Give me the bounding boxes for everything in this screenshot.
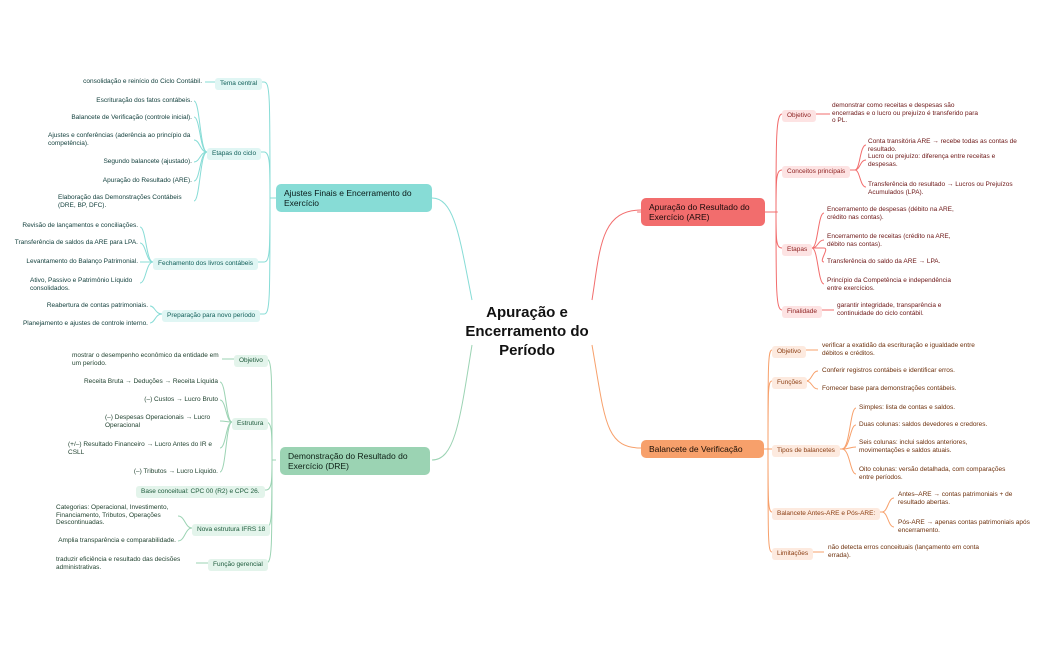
are-finalidade-node[interactable]: Finalidade bbox=[782, 306, 822, 318]
bal-antes-1: Antes–ARE → contas patrimoniais + de res… bbox=[898, 491, 1013, 506]
branch-are[interactable]: Apuração do Resultado do Exercício (ARE) bbox=[641, 198, 765, 226]
are-etapa-1: Encerramento de despesas (débito na ARE,… bbox=[827, 206, 954, 221]
bal-limitacoes-text: não detecta erros conceituais (lançament… bbox=[828, 544, 980, 559]
bal-antes-2: Pós-ARE → apenas contas patrimoniais apó… bbox=[898, 519, 1030, 534]
are-finalidade-text: garantir integridade, transparência e co… bbox=[837, 302, 942, 317]
dre-ifrs-2: Amplia transparência e comparabilidade. bbox=[58, 537, 176, 544]
are-etapa-4: Princípio da Competência e independência… bbox=[827, 277, 951, 292]
bal-funcao-1: Conferir registros contábeis e identific… bbox=[822, 367, 955, 374]
aj-preparacao-node[interactable]: Preparação para novo período bbox=[162, 310, 261, 322]
aj-etapa-3: Ajustes e conferências (aderência ao pri… bbox=[48, 132, 191, 147]
bal-tipo-4: Oito colunas: versão detalhada, com comp… bbox=[859, 466, 1006, 481]
bal-tipo-2: Duas colunas: saldos devedores e credore… bbox=[859, 421, 988, 428]
dre-objetivo-node[interactable]: Objetivo bbox=[234, 355, 268, 367]
dre-estrutura-3: (–) Despesas Operacionais → Lucro Operac… bbox=[105, 414, 211, 429]
aj-fechamento-4: Ativo, Passivo e Patrimônio Líquido cons… bbox=[30, 277, 133, 292]
aj-etapa-1: Escrituração dos fatos contábeis. bbox=[96, 97, 192, 104]
aj-tema-text: consolidação e reinício do Ciclo Contábi… bbox=[83, 78, 202, 85]
aj-etapa-4: Segundo balancete (ajustado). bbox=[103, 158, 192, 165]
aj-preparacao-1: Reabertura de contas patrimoniais. bbox=[46, 302, 148, 309]
are-objetivo-text: demonstrar como receitas e despesas são … bbox=[832, 102, 978, 124]
aj-tema-node[interactable]: Tema central bbox=[215, 78, 263, 90]
branch-ajustes[interactable]: Ajustes Finais e Encerramento do Exercíc… bbox=[276, 184, 432, 212]
are-etapas-node[interactable]: Etapas bbox=[782, 244, 813, 256]
dre-ifrs-1: Categorias: Operacional, Investimento, F… bbox=[56, 504, 169, 526]
aj-etapa-2: Balancete de Verificação (controle inici… bbox=[71, 114, 192, 121]
aj-preparacao-2: Planejamento e ajustes de controle inter… bbox=[22, 320, 148, 327]
branch-dre[interactable]: Demonstração do Resultado do Exercício (… bbox=[280, 447, 430, 475]
bal-objetivo-text: verificar a exatidão da escrituração e i… bbox=[822, 342, 975, 357]
aj-fechamento-node[interactable]: Fechamento dos livros contábeis bbox=[153, 258, 259, 270]
bal-tipo-3: Seis colunas: inclui saldos anteriores, … bbox=[859, 439, 968, 454]
central-topic-line-3: Período bbox=[499, 342, 555, 359]
are-conceito-3: Transferência do resultado → Lucros ou P… bbox=[868, 181, 1013, 196]
dre-estrutura-4: (+/–) Resultado Financeiro → Lucro Antes… bbox=[68, 441, 212, 456]
are-etapa-2: Encerramento de receitas (crédito na ARE… bbox=[827, 233, 951, 248]
aj-etapas-node[interactable]: Etapas do ciclo bbox=[207, 148, 262, 160]
are-etapa-3: Transferência do saldo da ARE → LPA. bbox=[827, 258, 941, 265]
dre-base-node[interactable]: Base conceitual: CPC 00 (R2) e CPC 26. bbox=[136, 486, 265, 498]
bal-tipo-1: Simples: lista de contas e saldos. bbox=[859, 404, 956, 411]
are-conceito-1: Conta transitória ARE → recebe todas as … bbox=[868, 138, 1017, 153]
bal-funcoes-node[interactable]: Funções bbox=[772, 377, 807, 389]
aj-fechamento-2: Transferência de saldos da ARE para LPA. bbox=[14, 239, 138, 246]
dre-estrutura-1: Receita Bruta → Deduções → Receita Líqui… bbox=[83, 378, 218, 385]
bal-limitacoes-node[interactable]: Limitações bbox=[772, 548, 814, 560]
central-topic-line-2: Encerramento do bbox=[465, 323, 589, 340]
aj-etapa-6: Elaboração das Demonstrações Contábeis (… bbox=[58, 194, 182, 209]
aj-fechamento-3: Levantamento do Balanço Patrimonial. bbox=[26, 258, 138, 265]
dre-objetivo-text: mostrar o desempenho econômico da entida… bbox=[72, 352, 219, 367]
bal-tipos-node[interactable]: Tipos de balancetes bbox=[772, 445, 840, 457]
bal-funcao-2: Fornecer base para demonstrações contábe… bbox=[822, 385, 957, 392]
central-topic-line-1: Apuração e bbox=[486, 304, 568, 321]
dre-estrutura-5: (–) Tributos → Lucro Líquido. bbox=[133, 468, 218, 475]
dre-ifrs-node[interactable]: Nova estrutura IFRS 18 bbox=[192, 524, 271, 536]
aj-fechamento-1: Revisão de lançamentos e conciliações. bbox=[22, 222, 138, 229]
branch-balancete[interactable]: Balancete de Verificação bbox=[641, 440, 764, 458]
aj-etapa-5: Apuração do Resultado (ARE). bbox=[102, 177, 192, 184]
central-topic[interactable]: Apuração e Encerramento do Período bbox=[462, 303, 592, 360]
are-conceitos-node[interactable]: Conceitos principais bbox=[782, 166, 851, 178]
bal-antes-pos-node[interactable]: Balancete Antes-ARE e Pós-ARE: bbox=[772, 508, 881, 520]
are-conceito-2: Lucro ou prejuízo: diferença entre recei… bbox=[868, 153, 996, 168]
dre-estrutura-2: (–) Custos → Lucro Bruto bbox=[144, 396, 218, 403]
dre-estrutura-node[interactable]: Estrutura bbox=[232, 418, 269, 430]
bal-objetivo-node[interactable]: Objetivo bbox=[772, 346, 806, 358]
dre-funcao-node[interactable]: Função gerencial bbox=[208, 559, 268, 571]
dre-funcao-text: traduzir eficiência e resultado das deci… bbox=[56, 556, 181, 571]
are-objetivo-node[interactable]: Objetivo bbox=[782, 110, 816, 122]
